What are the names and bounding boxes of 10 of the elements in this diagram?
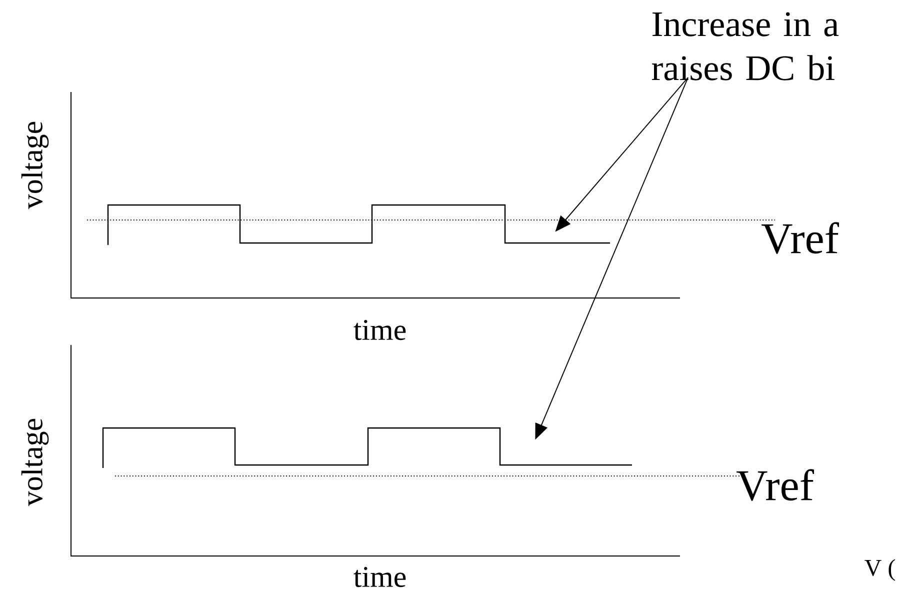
- axis-label: time: [354, 320, 406, 340]
- axis-label: voltage: [21, 122, 49, 210]
- axis-label: voltage: [21, 418, 49, 506]
- square-wave: [107, 204, 610, 245]
- formula-text: V (: [864, 559, 895, 581]
- callout-text: Increase in a raises DC bi: [652, 12, 839, 80]
- reference-label: Vref: [736, 469, 814, 501]
- axis-label: time: [354, 566, 406, 588]
- reference-label: Vref: [762, 222, 839, 254]
- square-wave: [102, 427, 632, 468]
